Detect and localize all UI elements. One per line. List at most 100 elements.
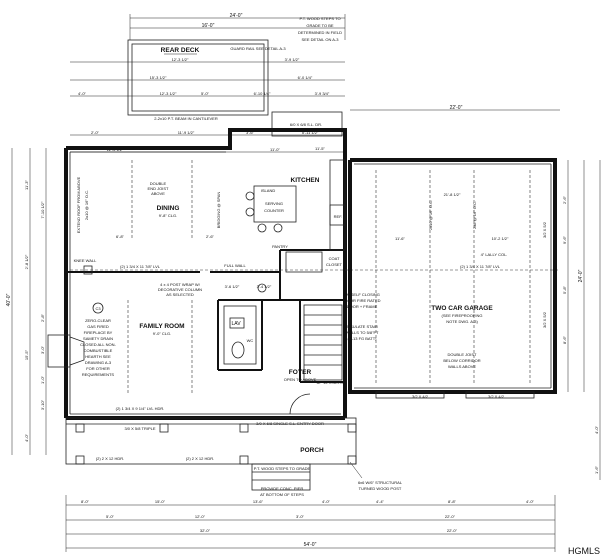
svg-text:DOOR + FRAME: DOOR + FRAME [347,304,378,309]
right-dimensions: 2'-6" 9'-6" 5'-8" 8'-6" 24'-0" 4'-0" 1'-… [562,160,601,480]
deck-steps-note-1: P.T. WOOD STEPS TO [299,16,340,21]
svg-text:HEARTH SEE: HEARTH SEE [85,354,111,359]
svg-text:COMBUSTIBLE: COMBUSTIBLE [84,348,113,353]
top-dimensions: 24'-0" 16'-0" 12'-3 1/2" 3'-9 1/2" 15'-3… [70,13,560,153]
kitchen-area: KITCHEN ISLAND SERVING COUNTER REF. 11'-… [245,146,346,273]
dining-clg: 9'-8" CLG. [159,213,177,218]
entry-door-note: 3/0 X 6/8 SINGLE S.L. ENTRY DOOR [256,421,324,426]
dim-right-h: 1'-6" [594,465,599,474]
dim-top-m: 2'-0" [91,130,100,135]
dim-left-b: 11'-3" [24,179,29,189]
rear-deck: REAR DECK GUARD RAIL SEE DETAIL A-3 2-2x… [127,16,343,137]
self-closing-1: 2/6 SELF CLOSING [344,292,380,297]
dim-bottom-g: 12'-0" [195,514,206,519]
dim-top-c: 12'-3 1/2" [172,57,189,62]
dim-top-h: 6'-0 1/4" [298,75,313,80]
svg-text:GAS FIRED: GAS FIRED [87,324,109,329]
dim-bottom-i: 32'-0" [200,528,211,533]
knee-wall-label: KNEE WALL [74,258,98,263]
dim-left-j: 3'-0" [40,345,45,354]
family-room-clg: 9'-0" CLG. [153,331,171,336]
island-label: ISLAND [261,188,276,193]
garage-window-2: 3/2 X 5/2 [542,311,547,328]
dim-bottom-a: 8'-0" [81,499,90,504]
serving-label-1: SERVING [265,201,283,206]
double-joist-below-1: DOUBLE JOIST [448,352,477,357]
svg-text:BELOW CORRIDOR: BELOW CORRIDOR [443,358,480,363]
dim-top-n: 11'-9 1/2" [178,130,195,135]
porch-steps-note: P.T. WOOD STEPS TO GRADE [254,466,311,471]
svg-text:END JOIST: END JOIST [148,186,169,191]
dim-top-e: 15'-3 1/2" [150,75,167,80]
dim-right-d: 5'-8" [562,285,567,294]
dim-top-f: 4'-0" [78,91,87,96]
family-window-hdr: (2) 1 3/4 X 9 1/4" LVL HDR. [116,406,165,411]
dim-bottom-e: 3'-0" [296,514,305,519]
pier-note-1: PROVIDE CONC. PIER [261,486,304,491]
dim-top-b: 16'-0" [202,23,215,29]
risers-label: UP 15 RISERS [316,380,343,385]
dining-area: DINING 9'-8" CLG. DOUBLE END JOIST ABOVE… [76,160,221,240]
double-joist-note: DOUBLE [150,181,167,186]
dim-bottom-b: 15'-0" [155,499,166,504]
dim-right-b: 2'-6" [562,195,567,204]
garage-window-3: 3/2 X 4/2 [412,394,429,399]
svg-text:(R-13 FG BATT): (R-13 FG BATT) [347,336,377,341]
cantilever-note: 2-2x10 P.T. BEAM IN CANTILEVER [154,116,218,121]
dim-bottom-f: 5'-0" [106,514,115,519]
extend-roof-note: EXTEND ROOF FROM ABOVE [76,176,81,233]
dim-left-l: 4'-0" [24,433,29,442]
dim-left-c: 2'-8 1/2" [24,254,29,269]
svg-text:FIREPLACE BY: FIREPLACE BY [84,330,113,335]
dim-left-i: 2'-8" [40,313,45,322]
foyer-area: FOYER OPEN TO ABOVE 3/0 X 6/8 SINGLE S.L… [256,369,324,426]
lav-dim-2: 3'-4 1/2" [257,284,272,289]
deck-steps-note-3: DETERMINED IN FIELD [298,30,342,35]
dim-left-a: 40'-0" [6,293,12,306]
garage-dim-b: 11'-6" [395,236,405,241]
svg-text:DRAWING A-3: DRAWING A-3 [85,360,112,365]
dim-top-s: 11'-0" [270,147,280,152]
svg-text:3/4 HR FIRE RATED: 3/4 HR FIRE RATED [343,298,380,303]
dim-bottom-h: 22'-0" [445,514,456,519]
dim-bottom-k: 4'-4" [376,499,385,504]
svg-text:WALLS ABOVE: WALLS ABOVE [448,364,476,369]
lally-note: 4" LALLY COL. [481,252,508,257]
serving-label-2: COUNTER [264,208,284,213]
dim-top-p: 5'-11 1/2" [302,130,319,135]
beam-line: (2) 1 3/4 X 11 7/8" LVL (2) 1 3/4 X 11 7… [70,258,560,297]
struct-post-1: 6x6 W/6" STRUCTURAL [358,480,403,485]
porch-label: PORCH [300,447,324,454]
svg-text:ABOVE: ABOVE [151,191,165,196]
svg-text:REQUIREMENTS: REQUIREMENTS [82,372,115,377]
garage-window-4: 3/2 X 4/2 [488,394,505,399]
foyer-note: OPEN TO ABOVE [284,377,317,382]
deck-steps-note-4: SEE DETAIL ON A-3 [302,37,340,42]
dim-top-d: 3'-9 1/2" [285,57,300,62]
left-dimensions: 40'-0" 11'-3" 2'-8 1/2" 15'-5" 4'-0" 7'-… [6,148,47,455]
guard-rail-note: GUARD RAIL SEE DETAIL A-3 [230,46,286,51]
svg-text:SAMETY DRAIN: SAMETY DRAIN [83,336,113,341]
dim-top-i: 22'-0" [450,105,463,111]
dim-bottom-c: 13'-6" [253,499,264,504]
garage: TWO CAR GARAGE (SEE FIREPROOFING NOTE DW… [348,158,557,399]
deck-steps-note-2: GRADE TO BE [306,23,334,28]
rear-deck-label: REAR DECK [161,47,200,54]
insulate-note-1: INSULATE STAIR [346,324,378,329]
full-wall-label: FULL WALL [224,263,246,268]
post-note-3: AS SELECTED [166,292,194,297]
beam-label-left: (2) 1 3/4 X 11 7/8" LVL [120,264,161,269]
lav-dim-1: 3'-6 1/2" [225,284,240,289]
porch-window: 3/0 X 5/8 TRIPLE [124,426,155,431]
dim-top-a: 24'-0" [230,13,243,19]
wc-label: WC [247,338,254,343]
ref-label: REF. [334,214,343,219]
family-room: FAMILY ROOM 9'-0" CLG. C3 ZERO-CLEAR GAS… [47,300,193,411]
garage-label: TWO CAR GARAGE [431,305,493,312]
dining-label: DINING [157,205,180,212]
porch: PORCH (2) 2 X 12 HDR. (2) 2 X 12 HDR. 3/… [65,417,403,497]
dim-right-a: 24'-0" [578,269,584,282]
dim-top-g: 5'-0" [201,91,210,96]
fireplace-note-1: ZERO-CLEAR [85,318,111,323]
